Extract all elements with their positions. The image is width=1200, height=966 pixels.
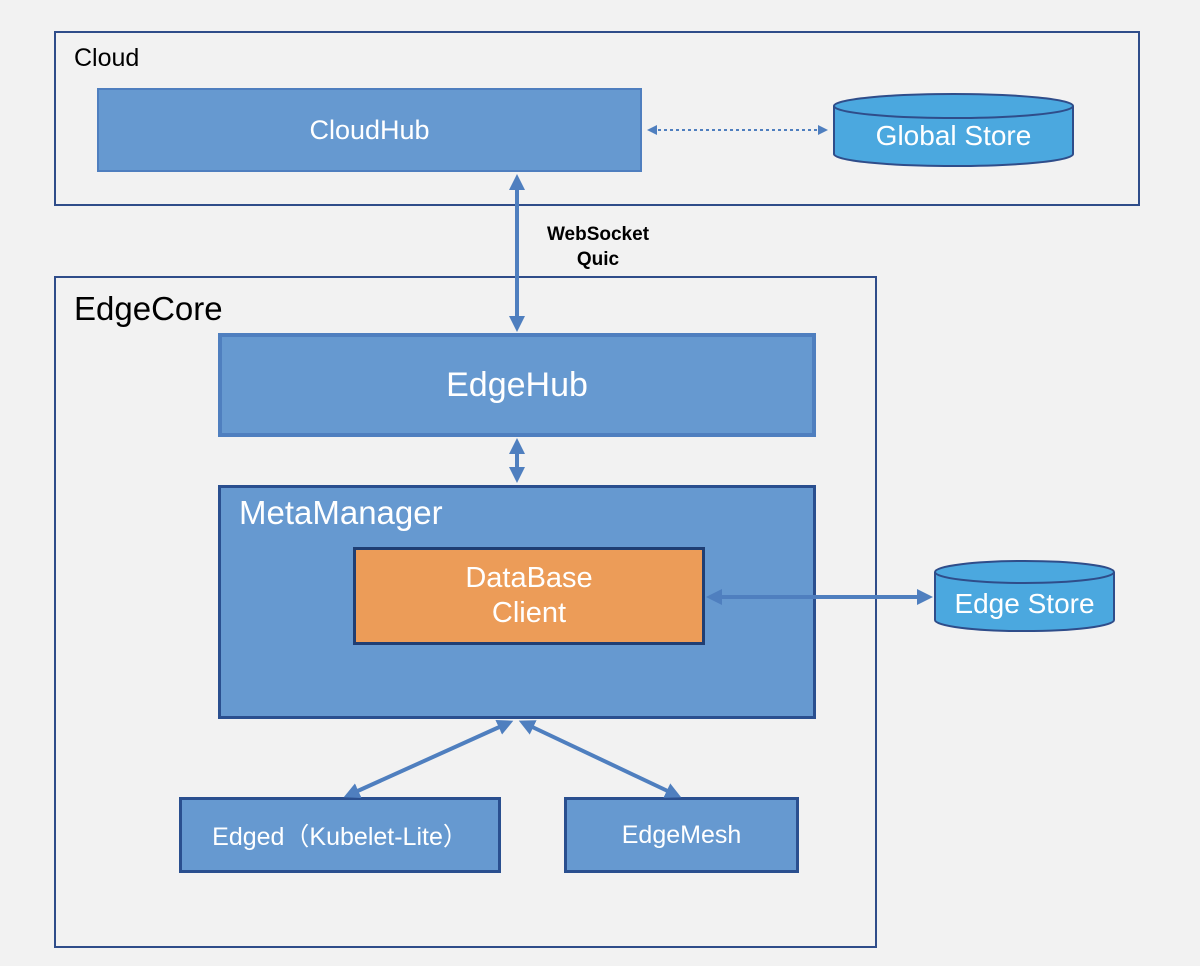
metamanager-edgemesh-arrow [518, 720, 682, 798]
edge-store-cylinder [934, 560, 1115, 633]
edged-box: Edged（Kubelet-Lite） [179, 797, 501, 873]
edgemesh-label: EdgeMesh [621, 820, 742, 849]
cloudhub-box: CloudHub [97, 88, 642, 172]
protocol-websocket: WebSocket [546, 224, 650, 245]
edged-label: Edged（Kubelet-Lite） [212, 823, 468, 851]
cloudhub-label: CloudHub [309, 114, 430, 145]
cloud-title: Cloud [74, 44, 140, 72]
edgemesh-box: EdgeMesh [564, 797, 799, 873]
global-store-cylinder [833, 93, 1074, 168]
protocol-quic: Quic [576, 249, 620, 270]
database-client-line1: DataBase [465, 562, 593, 595]
metamanager-label: MetaManager [239, 494, 443, 531]
database-client-line2: Client [491, 597, 567, 629]
edgehub-label: EdgeHub [446, 365, 588, 404]
edge-store-label: Edge Store [954, 588, 1095, 619]
protocol-label: WebSocket Quic [538, 222, 658, 272]
metamanager-edged-arrow [343, 720, 514, 798]
edgecore-title: EdgeCore [74, 290, 223, 327]
global-store-label: Global Store [875, 120, 1032, 151]
database-client-box: DataBase Client [353, 547, 705, 645]
edgehub-box: EdgeHub [218, 333, 816, 437]
